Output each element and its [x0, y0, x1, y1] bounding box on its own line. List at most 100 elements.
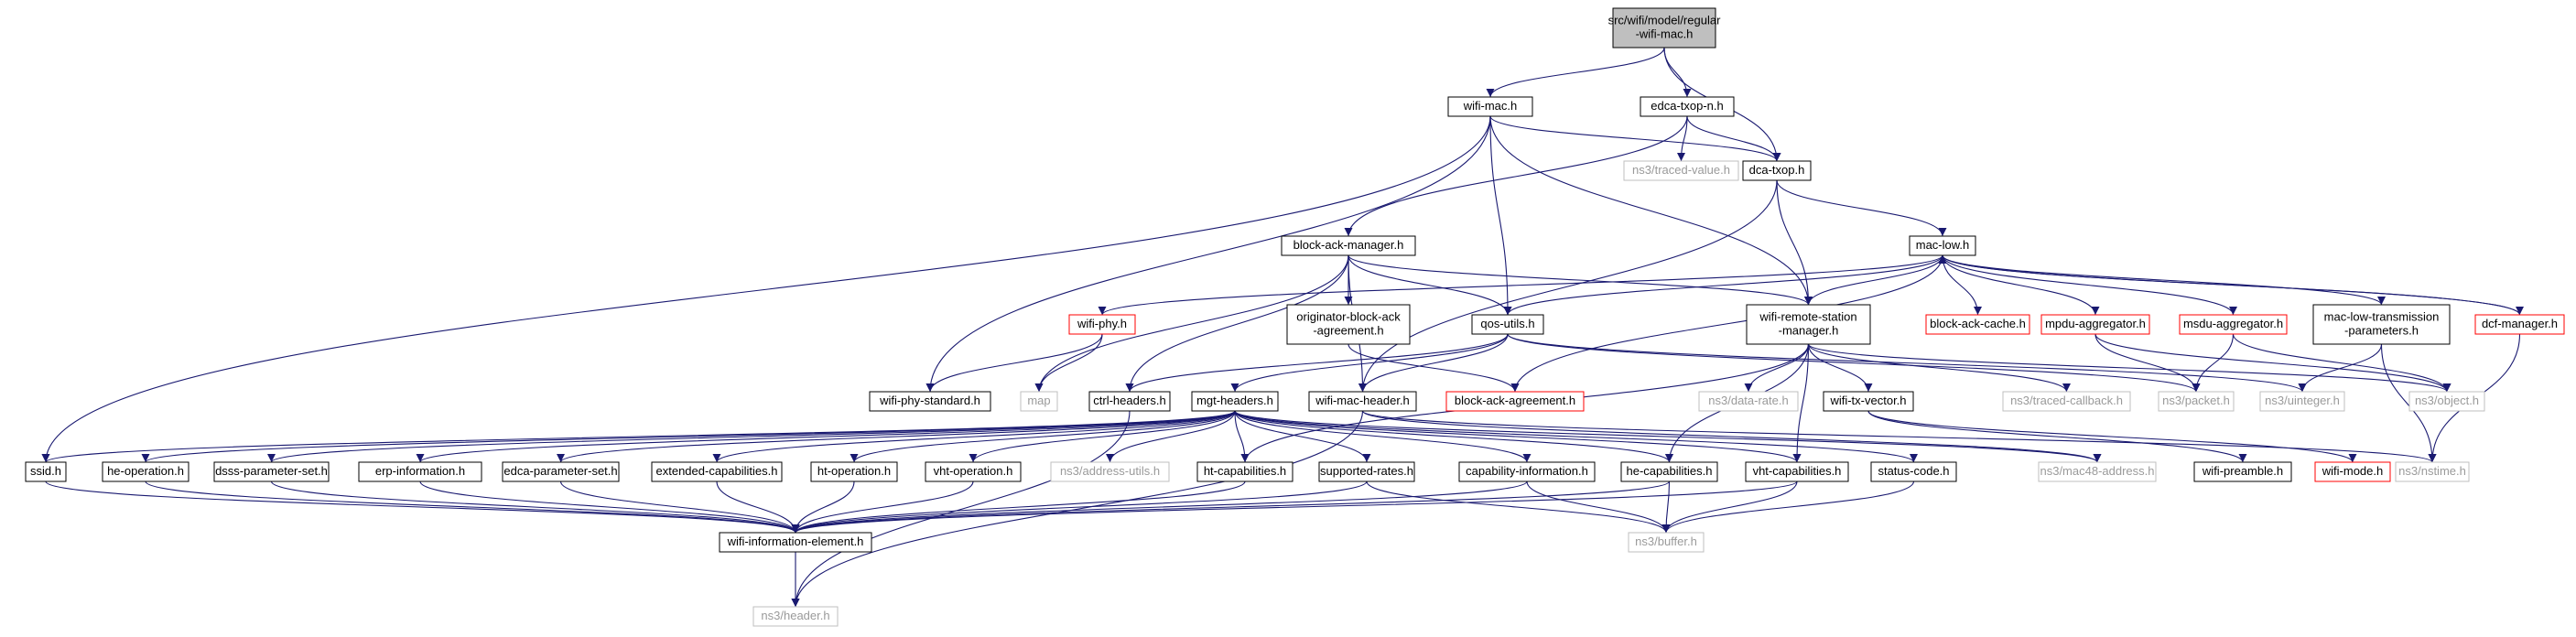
node-infoelement[interactable]: wifi-information-element.h	[719, 532, 872, 553]
node-blockackmanager-label-0: block-ack-manager.h	[1293, 238, 1404, 252]
node-vhtoperation-box	[925, 461, 1022, 482]
node-erp[interactable]: erp-information.h	[358, 461, 482, 482]
edge-wifimac-to-qosutils	[1489, 115, 1512, 316]
edge-mgtheaders-to-erp	[416, 410, 1236, 463]
node-maclow-box	[1909, 235, 1976, 256]
edge-msduagg-to-object	[2232, 333, 2452, 393]
node-supportedrates[interactable]: supported-rates.h	[1318, 461, 1415, 482]
node-edcaparam[interactable]: edca-parameter-set.h	[502, 461, 620, 482]
node-erp-box	[358, 461, 482, 482]
node-blockackagreement[interactable]: block-ack-agreement.h	[1445, 391, 1585, 412]
edge-mgtheaders-to-dsss	[267, 410, 1236, 463]
node-maclow[interactable]: mac-low.h	[1909, 235, 1976, 256]
node-maclowtx-label-1: -parameters.h	[2344, 324, 2419, 338]
node-uinteger-label-0: ns3/uinteger.h	[2265, 394, 2340, 407]
node-header[interactable]: ns3/header.h	[752, 606, 839, 627]
edge-qosutils-to-mgtheaders	[1230, 333, 1509, 393]
node-edcatxopn[interactable]: edca-txop-n.h	[1640, 96, 1735, 117]
node-htcap[interactable]: ht-capabilities.h	[1196, 461, 1293, 482]
node-extcap[interactable]: extended-capabilities.h	[651, 461, 783, 482]
node-nstime[interactable]: ns3/nstime.h	[2395, 461, 2470, 482]
node-extcap-box	[651, 461, 783, 482]
node-tracedvalue[interactable]: ns3/traced-value.h	[1623, 160, 1739, 181]
node-txvector[interactable]: wifi-tx-vector.h	[1823, 391, 1914, 412]
node-vhtoperation[interactable]: vht-operation.h	[925, 461, 1022, 482]
node-hecap[interactable]: he-capabilities.h	[1620, 461, 1718, 482]
edge-maclowtx-to-uinteger	[2298, 343, 2383, 393]
node-capinfo[interactable]: capability-information.h	[1458, 461, 1596, 482]
node-ssid[interactable]: ssid.h	[25, 461, 67, 482]
node-ssid-box	[25, 461, 67, 482]
node-supportedrates-box	[1318, 461, 1415, 482]
node-wifimode[interactable]: wifi-mode.h	[2314, 461, 2391, 482]
node-wifimac-label-0: wifi-mac.h	[1463, 99, 1518, 113]
node-statuscode-box	[1870, 461, 1957, 482]
node-vhtcap[interactable]: vht-capabilities.h	[1745, 461, 1849, 482]
node-blockackcache[interactable]: block-ack-cache.h	[1925, 314, 2030, 335]
node-dcatxop[interactable]: dca-txop.h	[1742, 160, 1812, 181]
edge-mgtheaders-to-extcap	[712, 410, 1236, 463]
node-dsss-label-0: dsss-parameter-set.h	[215, 464, 328, 478]
node-tracedvalue-box	[1623, 160, 1739, 181]
node-heoperation[interactable]: he-operation.h	[102, 461, 189, 482]
node-statuscode[interactable]: status-code.h	[1870, 461, 1957, 482]
node-wifiphy[interactable]: wifi-phy.h	[1068, 314, 1136, 335]
node-root-label-0: src/wifi/model/regular	[1608, 14, 1721, 27]
node-packet[interactable]: ns3/packet.h	[2158, 391, 2235, 412]
node-phystandard-label-0: wifi-phy-standard.h	[879, 394, 980, 407]
node-wifimode-label-0: wifi-mode.h	[2322, 464, 2383, 478]
node-erp-label-0: erp-information.h	[375, 464, 465, 478]
node-mac48[interactable]: ns3/mac48-address.h	[2038, 461, 2157, 482]
edge-supportedrates-to-infoelement	[791, 480, 1368, 534]
node-blockackagreement-box	[1445, 391, 1585, 412]
node-addressutils-label-0: ns3/address-utils.h	[1060, 464, 1160, 478]
node-tracedcallback[interactable]: ns3/traced-callback.h	[2002, 391, 2131, 412]
edge-hecap-to-infoelement	[791, 480, 1671, 534]
node-mgtheaders[interactable]: mgt-headers.h	[1191, 391, 1279, 412]
node-maclowtx[interactable]: mac-low-transmission-parameters.h	[2312, 304, 2451, 345]
node-addressutils[interactable]: ns3/address-utils.h	[1050, 461, 1170, 482]
node-datarate[interactable]: ns3/data-rate.h	[1698, 391, 1799, 412]
node-qosutils[interactable]: qos-utils.h	[1471, 314, 1544, 335]
edge-edcaparam-to-infoelement	[559, 480, 800, 534]
node-object[interactable]: ns3/object.h	[2408, 391, 2485, 412]
node-vhtcap-box	[1745, 461, 1849, 482]
edge-mgtheaders-to-ssid	[41, 410, 1236, 463]
edge-remotestation-to-datarate	[1744, 343, 1810, 393]
node-origagreement-label-1: -agreement.h	[1313, 324, 1383, 338]
node-origagreement[interactable]: originator-block-ack-agreement.h	[1286, 304, 1411, 345]
node-buffer[interactable]: ns3/buffer.h	[1628, 532, 1705, 553]
node-edcaparam-label-0: edca-parameter-set.h	[503, 464, 617, 478]
edge-wifiphy-to-map	[1034, 333, 1103, 393]
node-buffer-label-0: ns3/buffer.h	[1635, 534, 1697, 548]
node-datarate-label-0: ns3/data-rate.h	[1708, 394, 1788, 407]
node-root[interactable]: src/wifi/model/regular-wifi-mac.h	[1608, 7, 1721, 49]
node-map[interactable]: map	[1020, 391, 1058, 412]
node-wifimac[interactable]: wifi-mac.h	[1447, 96, 1533, 117]
node-extcap-label-0: extended-capabilities.h	[656, 464, 778, 478]
node-uinteger[interactable]: ns3/uinteger.h	[2259, 391, 2345, 412]
node-blockackmanager[interactable]: block-ack-manager.h	[1281, 235, 1416, 256]
node-remotestation[interactable]: wifi-remote-station-manager.h	[1746, 304, 1871, 345]
node-preamble[interactable]: wifi-preamble.h	[2193, 461, 2292, 482]
edge-mgtheaders-to-addressutils	[1106, 410, 1236, 463]
node-mpduagg[interactable]: mpdu-aggregator.h	[2040, 314, 2150, 335]
node-ctrlheaders[interactable]: ctrl-headers.h	[1088, 391, 1171, 412]
node-header-box	[752, 606, 839, 627]
node-htoperation[interactable]: ht-operation.h	[810, 461, 898, 482]
edge-wifimacheader-to-nstime	[1361, 410, 2437, 463]
node-dsss[interactable]: dsss-parameter-set.h	[213, 461, 330, 482]
edge-qosutils-to-ctrlheaders	[1125, 333, 1509, 393]
node-remotestation-label-1: -manager.h	[1779, 324, 1839, 338]
edge-ssid-to-infoelement	[45, 480, 800, 534]
node-msduagg[interactable]: msdu-aggregator.h	[2179, 314, 2288, 335]
node-blockackmanager-box	[1281, 235, 1416, 256]
node-dcfmanager-box	[2474, 314, 2565, 335]
node-phystandard[interactable]: wifi-phy-standard.h	[869, 391, 991, 412]
node-mpduagg-label-0: mpdu-aggregator.h	[2045, 317, 2146, 330]
node-wifimacheader[interactable]: wifi-mac-header.h	[1308, 391, 1417, 412]
node-dcfmanager[interactable]: dcf-manager.h	[2474, 314, 2565, 335]
node-htoperation-box	[810, 461, 898, 482]
edge-wifimac-to-phystandard	[925, 115, 1491, 393]
node-root-box	[1612, 7, 1716, 49]
